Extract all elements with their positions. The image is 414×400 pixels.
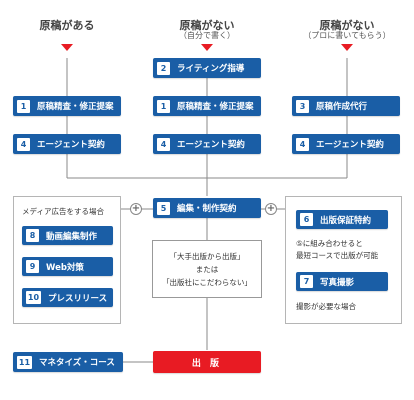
step-label: 原稿作成代行 [316, 102, 368, 112]
publisher-choice-note: 「大手出版から出版」 または 「出版社にこだわらない」 [152, 240, 262, 298]
step-number: 9 [26, 260, 39, 273]
step-agent-contract-right[interactable]: 4 エージェント契約 [292, 134, 400, 154]
step-agent-contract-center[interactable]: 4 エージェント契約 [153, 134, 261, 154]
step-number: 4 [17, 137, 30, 151]
step-number: 1 [17, 99, 30, 113]
step-number: 6 [300, 213, 313, 226]
column-subtitle-pro: （プロに書いてもらう） [303, 31, 391, 40]
step-number: 4 [157, 137, 170, 151]
column-title-no-manuscript-self: 原稿がない [179, 19, 235, 32]
step-number: 3 [296, 99, 309, 113]
step-number: 8 [26, 229, 39, 242]
step-label: エージェント契約 [316, 140, 384, 150]
step-editing-production-contract[interactable]: 5 編集・制作契約 [153, 198, 261, 218]
step-photo-shoot[interactable]: 7 写真撮影 [296, 272, 388, 291]
step-label: 動画編集制作 [46, 231, 98, 242]
step-press-release[interactable]: 10 プレスリリース [22, 288, 113, 307]
column-subtitle-self: （自分で書く） [179, 31, 235, 40]
step-number: 4 [296, 137, 309, 151]
step-number: 10 [26, 291, 41, 304]
step-number: 1 [157, 99, 170, 113]
step-manuscript-review-left[interactable]: 1 原稿精査・修正提案 [13, 96, 121, 116]
step-number: 7 [300, 275, 313, 288]
step-label: エージェント契約 [37, 140, 105, 150]
combination-note-line2: 最短コースで出版が可能 [296, 251, 379, 260]
plus-icon: + [265, 203, 277, 215]
publication-box[interactable]: 出 版 [153, 351, 261, 373]
column-title-no-manuscript-pro: 原稿がない [319, 19, 375, 32]
step-label: Web対策 [46, 262, 84, 273]
publication-label: 出 版 [191, 358, 223, 369]
note-line: または [195, 264, 219, 274]
step-writing-guidance[interactable]: 2 ライティング指導 [153, 58, 261, 78]
note-line: 「大手出版から出版」 [169, 251, 245, 261]
step-agent-contract-left[interactable]: 4 エージェント契約 [13, 134, 121, 154]
media-advertising-heading: メディア広告をする場合 [22, 207, 104, 216]
step-label: プレスリリース [48, 293, 108, 304]
step-number: 11 [17, 355, 32, 369]
step-ghostwriting[interactable]: 3 原稿作成代行 [292, 96, 400, 116]
step-number: 2 [157, 61, 170, 75]
step-label: マネタイズ・コース [39, 358, 115, 368]
down-arrows [61, 44, 353, 51]
step-label: エージェント契約 [177, 140, 245, 150]
step-label: 編集・制作契約 [177, 204, 237, 214]
step-manuscript-review-center[interactable]: 1 原稿精査・修正提案 [153, 96, 261, 116]
step-label: 写真撮影 [320, 277, 355, 288]
step-label: 原稿精査・修正提案 [37, 102, 114, 112]
step-publishing-guarantee[interactable]: 6 出版保証特約 [296, 210, 388, 229]
photo-shoot-note: 撮影が必要な場合 [296, 302, 356, 311]
step-label: ライティング指導 [177, 64, 245, 74]
step-web-marketing[interactable]: 9 Web対策 [22, 257, 113, 276]
column-title-has-manuscript: 原稿がある [39, 19, 95, 32]
step-number: 5 [157, 201, 170, 215]
plus-icon: + [130, 203, 142, 215]
combination-note-line1: ⑤に組み合わせると [296, 239, 363, 248]
step-label: 出版保証特約 [320, 215, 372, 226]
step-monetize-course[interactable]: 11 マネタイズ・コース [13, 352, 123, 372]
step-label: 原稿精査・修正提案 [177, 102, 254, 112]
step-video-editing[interactable]: 8 動画編集制作 [22, 226, 113, 245]
note-line: 「出版社にこだわらない」 [162, 277, 252, 287]
